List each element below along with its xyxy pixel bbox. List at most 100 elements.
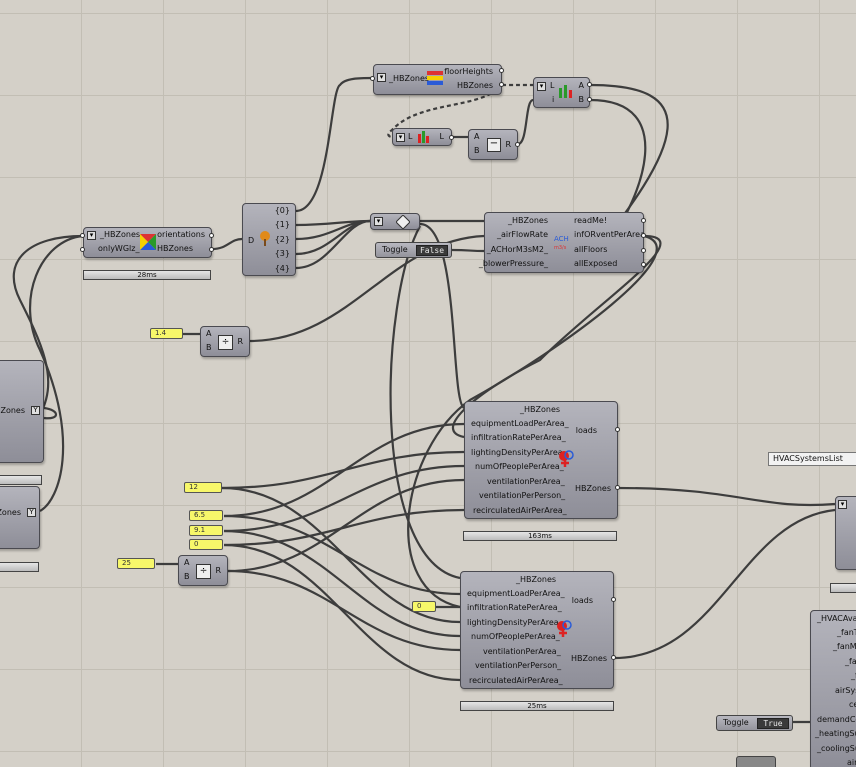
output-grip[interactable] [615,485,620,490]
expand-arrow-icon[interactable]: ▾ [838,500,847,509]
infiltration-component[interactable]: _HBZones _airFlowRate _ACHorM3sM2_ _blow… [479,212,645,273]
port-hbzones-out: Zones [0,508,21,517]
port-ventarea-in: ventilationPerArea_ [487,477,565,486]
port-floorheights-out: floorHeights [444,67,493,76]
boolean-toggle-false[interactable]: Toggle False [375,242,452,258]
expand-arrow-icon[interactable]: ▾ [537,82,546,91]
expand-arrow-icon[interactable]: Y [27,508,36,517]
input-grip[interactable] [370,76,375,81]
output-grip[interactable] [641,233,646,238]
port-hbzones-in: _HBZones [516,575,557,584]
output-grip[interactable] [587,82,592,87]
loads-component-2[interactable]: _HBZones equipmentLoadPerArea_ infiltrat… [460,571,614,689]
wire-zoning-listlen [387,84,503,139]
port-hbzones-in: _HBZones [389,74,430,83]
subtraction-component[interactable]: A B − R [468,129,518,160]
port-allexposed-out: allExposed [574,259,618,268]
input-grip[interactable] [80,233,85,238]
output-grip[interactable] [611,655,616,660]
list-item-component[interactable]: ▾ L i A B [533,77,590,108]
division-component[interactable]: A B ÷ R [178,555,228,586]
port-fanto-in: _fanTo [837,628,856,637]
port-heatingsu-in: _heatingSu [815,729,856,738]
port-l-in: L [550,81,555,90]
boolean-toggle-true[interactable]: Toggle True [716,715,793,731]
output-grip[interactable] [449,135,454,140]
hvac-systems-list[interactable]: HVACSystemsList [768,452,856,466]
wire-p4-loads1 [223,464,465,533]
partial-component-left-2[interactable]: Zones Y [0,486,40,549]
number-panel[interactable]: 12 [184,482,222,493]
list-length-component[interactable]: ▾ L L [392,128,452,146]
floor-heights-icon [427,71,443,85]
hvac-component-partial[interactable]: ▾ [835,496,856,570]
number-panel[interactable]: 0 [412,601,436,612]
output-grip[interactable] [499,68,504,73]
output-grip[interactable] [587,97,592,102]
relay-component[interactable]: ▾ [370,213,420,230]
wire-explode-reroute-4 [295,219,371,270]
expand-arrow-icon[interactable]: Y [31,406,40,415]
number-panel[interactable]: 1.4 [150,328,183,339]
port-b-out: B [578,95,585,104]
loads-icon [559,450,574,467]
expand-arrow-icon[interactable]: ▾ [87,231,96,240]
port-hbzones-out: HBZones [574,484,611,493]
hvac-list-label: HVACSystemsList [773,454,843,463]
port-achorm3sm2-in: _ACHorM3sM2_ [486,245,548,254]
port-r-out: R [237,337,243,346]
port-orientations-out: orientations [157,230,205,239]
expand-arrow-icon[interactable]: ▾ [377,73,386,82]
input-grip[interactable] [80,247,85,252]
zoning-component[interactable]: ▾ _HBZones floorHeights HBZones [373,64,502,95]
toggle-value[interactable]: True [757,718,789,729]
profiler-timer [830,583,856,593]
expand-arrow-icon[interactable]: ▾ [396,133,405,142]
toggle-value[interactable]: False [416,245,448,256]
output-grip[interactable] [641,248,646,253]
port-a-in: A [206,329,212,338]
number-panel[interactable]: 6.5 [189,510,223,521]
hvac-parameters-component[interactable]: _HVACAva _fanTo _fanMo _fan _f airSys ce… [810,610,856,767]
number-panel[interactable]: 9.1 [189,525,223,536]
output-grip[interactable] [515,142,520,147]
output-grip[interactable] [209,233,214,238]
list-length-icon [418,131,429,143]
loads-component-1[interactable]: _HBZones equipmentLoadPerArea_ infiltrat… [464,401,618,519]
port-infiltration-in: infiltrationRatePerArea_ [467,603,562,612]
partial-component-bottom[interactable] [736,756,776,767]
divide-icon: ÷ [218,335,233,350]
port-fanmo-in: _fanMo [833,642,856,651]
division-component[interactable]: A B ÷ R [200,326,250,357]
number-panel[interactable]: 25 [117,558,155,569]
number-panel[interactable]: 0 [189,539,223,550]
port-recirc-in: recirculatedAirPerArea_ [473,506,567,515]
port-loads-out: loads [571,596,593,605]
orientation-component[interactable]: ▾ _HBZones onlyWGlz_ orientations HBZone… [83,227,212,258]
output-grip[interactable] [611,597,616,602]
port-l-in: L [408,132,413,141]
port-hbzones-in: _HBZones [520,405,561,414]
output-grip[interactable] [499,82,504,87]
output-grip[interactable] [641,262,646,267]
wire-p3-loads2 [223,514,461,596]
wire-loads2-hvac [613,508,836,660]
divide-icon: ÷ [196,564,211,579]
port-onlywglz-in: onlyWGlz_ [98,244,140,253]
expand-arrow-icon[interactable]: ▾ [374,217,383,226]
output-grip[interactable] [641,218,646,223]
port-lighting-in: lightingDensityPerArea_ [471,448,567,457]
minus-icon: − [487,138,501,152]
port-r-out: R [505,140,511,149]
port-ventperson-in: ventilationPerPerson_ [479,491,566,500]
svg-text:ACH: ACH [554,235,569,243]
loads-icon [557,620,572,637]
port-branch-4: {4} [274,264,290,273]
wire-explode-zoning [295,76,374,213]
partial-component-left-1[interactable]: BZones Y [0,360,44,463]
output-grip[interactable] [209,247,214,252]
output-grip[interactable] [615,427,620,432]
explode-tree-component[interactable]: D {0} {1} {2} {3} {4} [242,203,296,276]
